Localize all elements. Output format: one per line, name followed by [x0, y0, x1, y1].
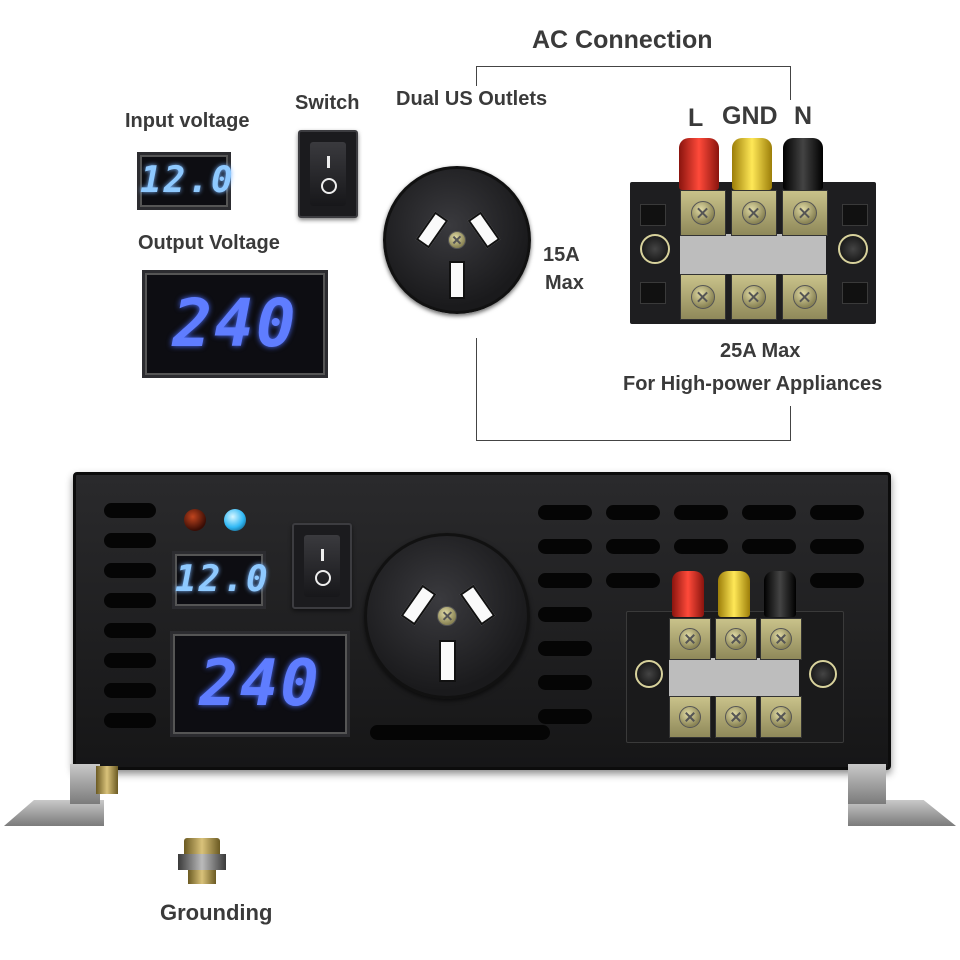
panel-plug-l [672, 571, 704, 617]
dual-us-outlets-label: Dual US Outlets [396, 88, 548, 110]
panel-plug-gnd [718, 571, 750, 617]
au-outlet-icon [383, 166, 531, 314]
input-voltage-label: Input voltage [125, 110, 250, 132]
bracket-bottom-line [476, 440, 791, 441]
ac-connection-title: AC Connection [532, 26, 713, 54]
rocker-switch-icon[interactable] [298, 130, 358, 218]
plug-l [679, 138, 719, 190]
terminal-rating-label: 25A Max [720, 340, 801, 362]
terminal-l-label: L [688, 104, 704, 132]
power-led [184, 509, 206, 531]
bracket-top-left-tick [476, 66, 477, 86]
terminal-n-label: N [794, 102, 813, 130]
input-voltage-display: 12.0 [137, 152, 233, 210]
bracket-bottom-left-line [476, 338, 477, 440]
right-mounting-bracket [848, 764, 886, 804]
grounding-stud-icon [178, 838, 226, 884]
switch-label: Switch [295, 92, 360, 114]
panel-power-switch[interactable] [292, 523, 352, 609]
outlet-rating-amps: 15A [543, 244, 580, 266]
panel-terminal-block [626, 611, 844, 743]
plug-gnd [732, 138, 772, 190]
output-voltage-label: Output Voltage [138, 232, 280, 254]
bracket-top-line [476, 66, 791, 67]
output-voltage-display: 240 [142, 270, 328, 378]
panel-input-voltage-display: 12.0 [172, 551, 268, 609]
bracket-bottom-right-tick [790, 406, 791, 440]
inverter-front-panel: 12.0 240 [73, 472, 891, 770]
status-led [224, 509, 246, 531]
terminal-block-icon [630, 182, 876, 324]
panel-plug-n [764, 571, 796, 617]
bracket-top-right-tick [790, 66, 791, 100]
panel-grounding-stud [96, 766, 118, 794]
grounding-label: Grounding [160, 900, 273, 925]
outlet-rating-max: Max [545, 272, 584, 294]
panel-output-voltage-display: 240 [170, 631, 350, 737]
terminal-gnd-label: GND [722, 102, 778, 130]
panel-outlet [364, 533, 530, 699]
plug-n [783, 138, 823, 190]
left-mounting-bracket [70, 764, 100, 804]
terminal-note-label: For High-power Appliances [623, 373, 883, 395]
